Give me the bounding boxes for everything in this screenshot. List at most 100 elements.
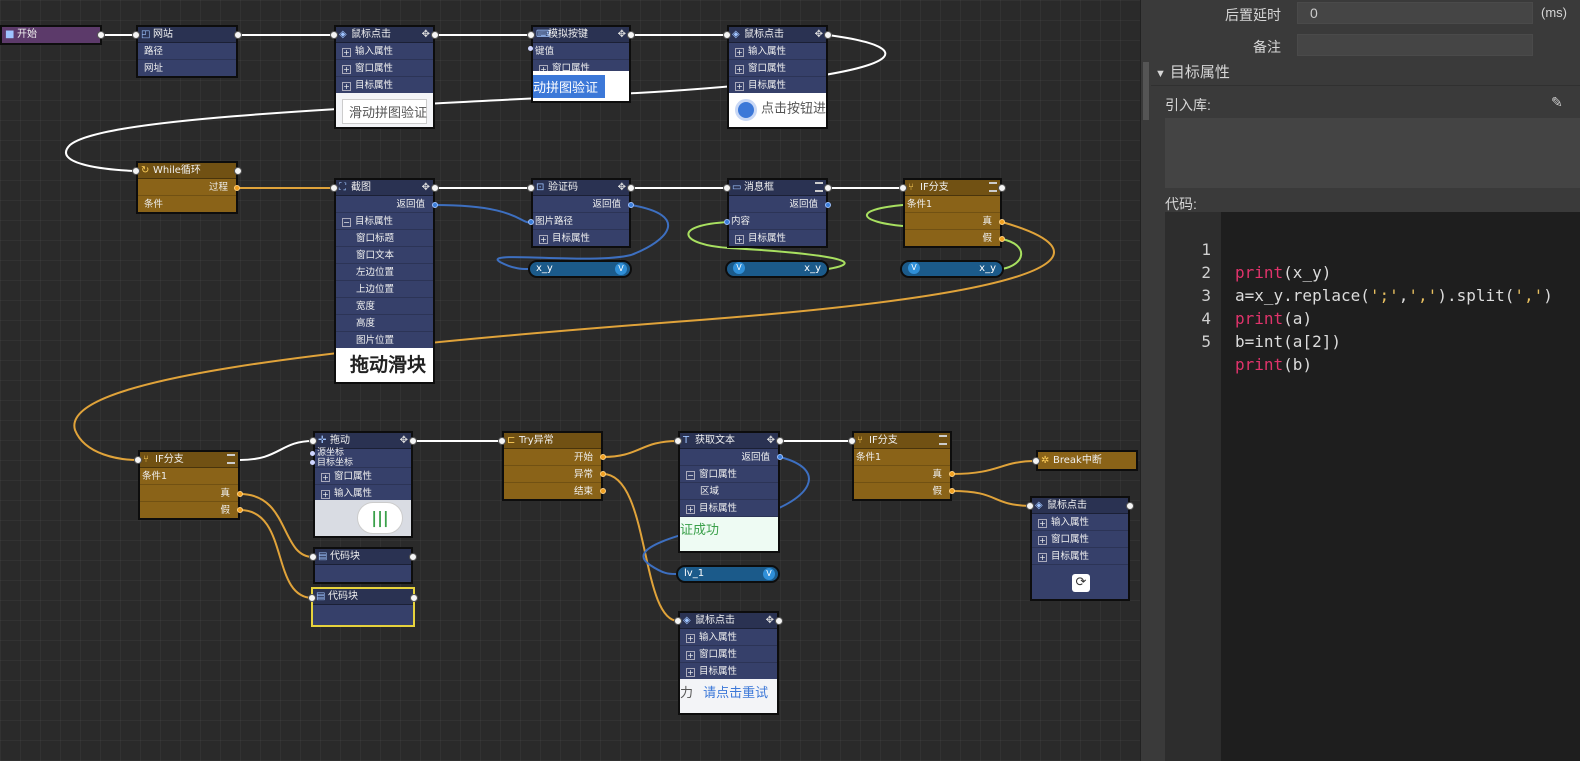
menu-icon[interactable] (939, 435, 947, 445)
input-port[interactable] (527, 184, 535, 192)
node-website[interactable]: ◰网站 路径 网址 (136, 25, 238, 78)
remark-input[interactable] (1297, 34, 1533, 56)
variable-pill[interactable]: V x_y (725, 260, 829, 278)
output-port[interactable] (234, 167, 242, 175)
output-port[interactable] (949, 488, 955, 494)
output-port[interactable] (775, 617, 783, 625)
output-port[interactable] (627, 184, 635, 192)
input-port[interactable] (310, 460, 315, 465)
output-port[interactable] (431, 31, 439, 39)
input-port[interactable] (1026, 502, 1034, 510)
move-icon[interactable]: ✥ (399, 435, 408, 446)
expand-icon[interactable]: + (1038, 536, 1047, 545)
output-port[interactable] (600, 454, 606, 460)
collapse-icon[interactable]: − (686, 471, 695, 480)
output-port[interactable] (825, 202, 831, 208)
input-port[interactable] (528, 46, 533, 51)
node-if-branch[interactable]: ⑂IF分支 条件1 真 假 (138, 450, 240, 520)
output-port[interactable] (999, 219, 1005, 225)
lib-textarea[interactable] (1165, 118, 1580, 188)
variable-pill[interactable]: x_y V (528, 260, 632, 278)
node-drag[interactable]: ✛拖动✥ 源坐标 目标坐标 +窗口属性 +输入属性 ||| (313, 431, 413, 538)
node-mouse-click[interactable]: ◈鼠标点击✥ +输入属性 +窗口属性 +目标属性 滑动拼图验证 (334, 25, 435, 129)
input-port[interactable] (330, 31, 338, 39)
input-port[interactable] (330, 184, 338, 192)
output-port[interactable] (824, 31, 832, 39)
node-code-block-selected[interactable]: ▤代码块 (311, 587, 415, 627)
delay-input[interactable]: 0 (1297, 2, 1533, 24)
input-port[interactable] (674, 617, 682, 625)
output-port[interactable] (824, 184, 832, 192)
node-start[interactable]: ■开始 (0, 25, 102, 45)
input-port[interactable] (848, 437, 856, 445)
node-key-press[interactable]: ⌨模拟按键✥ 键值 +窗口属性 动拼图验证 (531, 25, 631, 103)
expand-icon[interactable]: + (735, 82, 744, 91)
menu-icon[interactable] (227, 454, 235, 464)
input-port[interactable] (723, 31, 731, 39)
output-port[interactable] (949, 471, 955, 477)
expand-icon[interactable]: + (342, 65, 351, 74)
move-icon[interactable]: ✥ (617, 182, 626, 193)
expand-icon[interactable]: + (735, 65, 744, 74)
node-captcha[interactable]: ⊡验证码✥ 返回值 图片路径 +目标属性 (531, 178, 631, 248)
output-port[interactable] (1126, 502, 1134, 510)
output-port[interactable] (409, 437, 417, 445)
output-port[interactable] (409, 553, 417, 561)
node-try-exception[interactable]: ⊏Try异常 开始 异常 结束 (502, 431, 603, 501)
node-break[interactable]: ✲Break中断 (1036, 450, 1138, 471)
expand-icon[interactable]: + (735, 48, 744, 57)
expand-icon[interactable]: + (342, 82, 351, 91)
expand-icon[interactable]: + (686, 651, 695, 660)
input-port[interactable] (132, 31, 140, 39)
node-screenshot[interactable]: ⛶截图✥ 返回值 −目标属性 窗口标题 窗口文本 左边位置 上边位置 宽度 高度… (334, 178, 435, 384)
input-port[interactable] (309, 553, 317, 561)
output-port[interactable] (234, 185, 240, 191)
input-port[interactable] (528, 219, 534, 225)
output-port[interactable] (600, 488, 606, 494)
output-port[interactable] (432, 202, 438, 208)
menu-icon[interactable] (815, 182, 823, 192)
node-while-loop[interactable]: ↻While循环 过程 条件 (136, 161, 238, 214)
expand-icon[interactable]: + (686, 505, 695, 514)
expand-icon[interactable]: + (735, 235, 744, 244)
flow-canvas[interactable]: ■开始 ◰网站 路径 网址 ◈鼠标点击✥ +输入属性 +窗口属性 +目标属性 滑… (0, 0, 1140, 761)
collapse-triangle-icon[interactable]: ▼ (1155, 68, 1166, 80)
code-editor[interactable]: 1 print(x_y) 2 a=x_y.replace(';',',').sp… (1165, 212, 1580, 761)
expand-icon[interactable]: + (321, 490, 330, 499)
menu-icon[interactable] (989, 182, 997, 192)
input-port[interactable] (723, 184, 731, 192)
input-port[interactable] (134, 456, 142, 464)
input-port[interactable] (309, 437, 317, 445)
output-port[interactable] (998, 184, 1006, 192)
input-port[interactable] (674, 437, 682, 445)
move-icon[interactable]: ✥ (765, 615, 774, 626)
node-mouse-click[interactable]: ◈鼠标点击✥ +输入属性 +窗口属性 +目标属性 力 请点击重试 (678, 611, 779, 715)
output-port[interactable] (776, 437, 784, 445)
input-port[interactable] (1032, 457, 1040, 465)
move-icon[interactable]: ✥ (617, 29, 626, 40)
output-port[interactable] (627, 31, 635, 39)
node-if-branch[interactable]: ⑂IF分支 条件1 真 假 (903, 178, 1002, 248)
node-mouse-click[interactable]: ◈鼠标点击 +输入属性 +窗口属性 +目标属性 ⟳ (1030, 496, 1130, 601)
move-icon[interactable]: ✥ (814, 29, 823, 40)
node-code-block[interactable]: ▤代码块 (313, 547, 413, 584)
panel-scrollbar[interactable] (1143, 62, 1149, 120)
move-icon[interactable]: ✥ (766, 435, 775, 446)
expand-icon[interactable]: + (686, 634, 695, 643)
expand-icon[interactable]: + (342, 48, 351, 57)
node-message-box[interactable]: ▭消息框 返回值 内容 +目标属性 (727, 178, 828, 248)
input-port[interactable] (899, 184, 907, 192)
section-target-attributes[interactable]: ▼目标属性 (1151, 62, 1580, 86)
input-port[interactable] (308, 594, 316, 602)
input-port[interactable] (310, 451, 315, 456)
output-port[interactable] (628, 202, 634, 208)
expand-icon[interactable]: + (1038, 519, 1047, 528)
move-icon[interactable]: ✥ (421, 29, 430, 40)
expand-icon[interactable]: + (686, 668, 695, 677)
output-port[interactable] (431, 184, 439, 192)
variable-pill[interactable]: lv_1 V (676, 565, 780, 583)
input-port[interactable] (498, 437, 506, 445)
move-icon[interactable]: ✥ (421, 182, 430, 193)
output-port[interactable] (999, 236, 1005, 242)
